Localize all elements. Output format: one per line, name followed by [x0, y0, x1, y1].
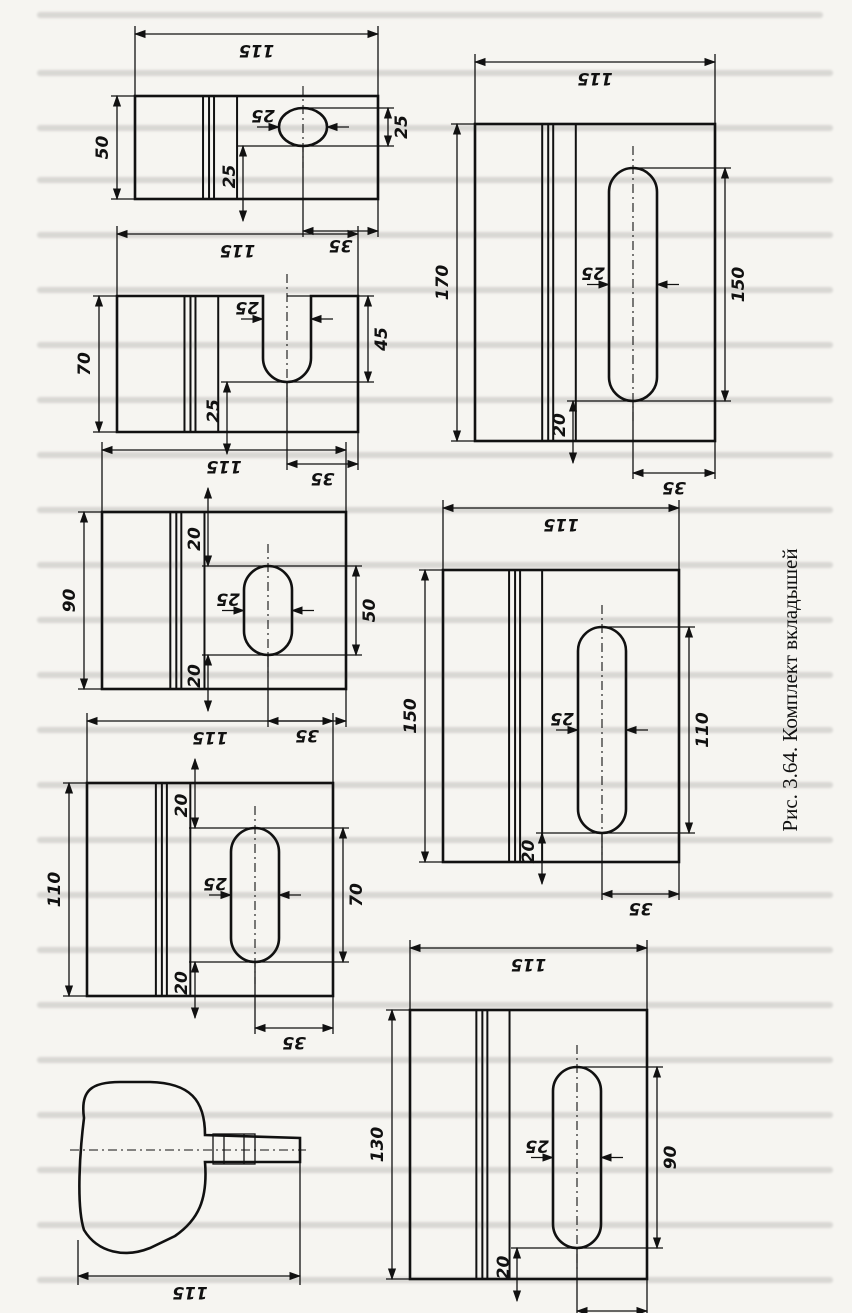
- slot-width-label: 25: [550, 708, 574, 728]
- height-dimension-label: 110: [45, 872, 65, 908]
- bottom-gap-label: 20: [172, 971, 192, 995]
- insert-130: 11513090252035: [368, 940, 681, 1313]
- width-dimension-label: 115: [220, 240, 256, 260]
- slot-width-label: 25: [251, 105, 275, 125]
- slot-length-label: 90: [661, 1146, 681, 1170]
- rail-profile-section: 115: [70, 1080, 306, 1302]
- slot-width-label: 25: [235, 297, 259, 317]
- slot-length-label: 50: [360, 599, 380, 623]
- insert-outline: [100, 510, 348, 691]
- slot-length-label: 25: [392, 115, 412, 139]
- slot-length-label: 150: [729, 267, 749, 303]
- bottom-gap-label: 20: [519, 840, 539, 864]
- insert-90: 115 90 50 25 20 20 35: [60, 442, 380, 745]
- center-offset-label: 35: [329, 235, 353, 255]
- center-offset-label: 35: [629, 898, 653, 918]
- insert-outline: [115, 294, 360, 434]
- top-gap-label: 20: [172, 794, 192, 818]
- rail-profile-outline: [78, 1080, 302, 1255]
- insert-outline: [441, 568, 681, 864]
- bottom-gap-label: 20: [494, 1256, 514, 1280]
- width-dimension-label: 115: [511, 954, 547, 974]
- insert-outline: [408, 1008, 649, 1281]
- width-dimension-label: 115: [239, 40, 275, 60]
- width-dimension-label: 115: [543, 514, 579, 534]
- center-offset-label: 35: [662, 477, 686, 497]
- width-dimension-label: 115: [577, 68, 613, 88]
- height-dimension-label: 50: [93, 136, 113, 160]
- center-offset-label: 35: [311, 468, 335, 488]
- figure-caption: Рис. 3.64. Комплект вкладышей: [778, 548, 802, 831]
- insert-50: 115 50 25 25 25 35: [93, 26, 412, 255]
- slot-width-label: 25: [581, 263, 605, 283]
- bottom-gap-label: 25: [220, 165, 240, 189]
- profile-width-label: 115: [172, 1282, 208, 1302]
- insert-outline: [133, 94, 380, 201]
- slot-width-label: 25: [216, 589, 240, 609]
- width-dimension-label: 115: [192, 727, 228, 747]
- center-offset-label: 35: [282, 1032, 306, 1052]
- bottom-gap-label: 20: [550, 413, 570, 437]
- top-gap-label: 20: [185, 527, 205, 551]
- center-offset-label: 35: [295, 725, 319, 745]
- bottom-gap-label: 20: [185, 664, 205, 688]
- bottom-gap-label: 25: [204, 399, 224, 423]
- slot-width-label: 25: [525, 1136, 549, 1156]
- height-dimension-label: 130: [368, 1127, 388, 1163]
- width-dimension-label: 115: [206, 456, 242, 476]
- insert-70: 115 70 45 25 25 35: [75, 226, 392, 488]
- insert-110: 115 110 70 25 20 20 35: [45, 713, 367, 1052]
- insert-170: 115 170 150 25 20 35: [433, 54, 749, 497]
- slot-length-label: 110: [693, 712, 713, 748]
- profile-slot-gap: [212, 1133, 256, 1165]
- slot-width-label: 25: [203, 873, 227, 893]
- height-dimension-label: 150: [401, 698, 421, 734]
- height-dimension-label: 70: [75, 352, 95, 376]
- height-dimension-label: 170: [433, 265, 453, 301]
- slot-length-label: 45: [372, 327, 392, 352]
- insert-outline: [473, 122, 717, 443]
- height-dimension-label: 90: [60, 589, 80, 613]
- insert-150: 115 150 110 25 20 35: [401, 500, 713, 918]
- insert-outline: [85, 781, 335, 998]
- slot-length-label: 70: [347, 883, 367, 907]
